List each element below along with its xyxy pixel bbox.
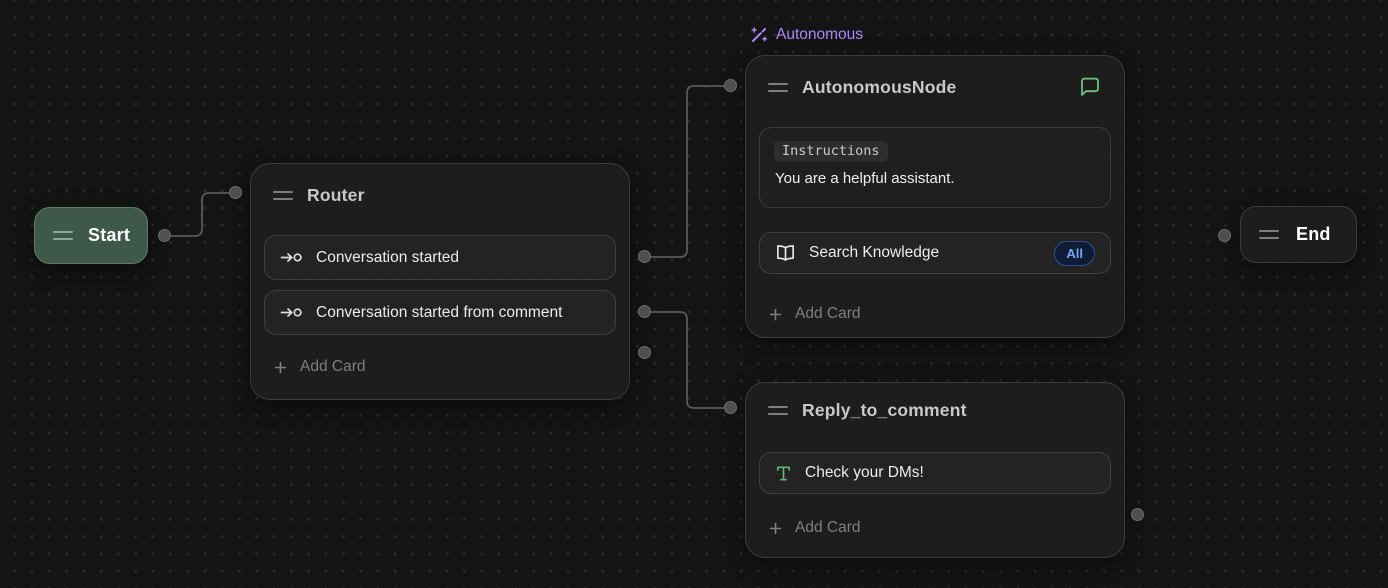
port-start-output[interactable] xyxy=(158,229,171,242)
end-node[interactable]: End xyxy=(1240,206,1357,263)
trigger-icon xyxy=(280,308,302,317)
port-router-addcard-output[interactable] xyxy=(638,346,651,359)
port-autonomous-input[interactable] xyxy=(724,79,737,92)
plus-icon xyxy=(769,308,782,320)
edge-router-to-reply[interactable] xyxy=(645,311,731,409)
port-router-card1-output[interactable] xyxy=(638,250,651,263)
router-card-conversation-started-from-comment[interactable]: Conversation started from comment xyxy=(264,290,616,335)
router-node[interactable]: Router Conversation started Conversation… xyxy=(250,163,630,400)
port-router-input[interactable] xyxy=(229,186,242,199)
instructions-label: Instructions xyxy=(774,141,888,162)
plus-icon xyxy=(769,522,782,534)
text-icon xyxy=(777,466,790,480)
wand-icon xyxy=(751,27,768,42)
add-card-label: Add Card xyxy=(795,519,861,536)
drag-handle-icon[interactable] xyxy=(273,190,293,200)
autonomous-node[interactable]: AutonomousNode Instructions You are a he… xyxy=(745,55,1125,338)
add-card-button[interactable]: Add Card xyxy=(759,514,1111,542)
start-node-title: Start xyxy=(88,225,131,245)
drag-handle-icon[interactable] xyxy=(53,231,73,240)
reply-to-comment-node[interactable]: Reply_to_comment Check your DMs! Add Car… xyxy=(745,382,1125,558)
drag-handle-icon[interactable] xyxy=(768,405,788,415)
router-node-title: Router xyxy=(307,184,365,205)
router-card-conversation-started[interactable]: Conversation started xyxy=(264,235,616,280)
add-card-button[interactable]: Add Card xyxy=(264,353,616,381)
autonomous-node-title: AutonomousNode xyxy=(802,76,957,97)
card-label: Conversation started xyxy=(316,248,460,266)
autonomous-tag-label: Autonomous xyxy=(776,26,864,43)
card-label: Check your DMs! xyxy=(805,464,924,481)
port-end-input[interactable] xyxy=(1218,229,1231,242)
comment-bubble-icon[interactable] xyxy=(1078,76,1102,98)
autonomous-tag: Autonomous xyxy=(750,26,863,44)
drag-handle-icon[interactable] xyxy=(1259,230,1279,239)
knowledge-scope-badge[interactable]: All xyxy=(1054,240,1095,266)
add-card-label: Add Card xyxy=(300,358,366,375)
search-knowledge-card[interactable]: Search Knowledge All xyxy=(759,232,1111,274)
edge-start-to-router[interactable] xyxy=(165,192,236,237)
instructions-text[interactable]: You are a helpful assistant. xyxy=(775,170,955,187)
reply-text-card[interactable]: Check your DMs! xyxy=(759,452,1111,494)
card-label: Search Knowledge xyxy=(809,244,940,261)
port-reply-input[interactable] xyxy=(724,401,737,414)
reply-node-title: Reply_to_comment xyxy=(802,399,967,420)
plus-icon xyxy=(274,361,287,373)
drag-handle-icon[interactable] xyxy=(768,82,788,92)
port-router-card2-output[interactable] xyxy=(638,305,651,318)
book-icon xyxy=(777,245,794,261)
card-label: Conversation started from comment xyxy=(316,303,563,321)
add-card-button[interactable]: Add Card xyxy=(759,300,1111,328)
end-node-title: End xyxy=(1296,224,1331,244)
trigger-icon xyxy=(280,253,302,262)
port-reply-output[interactable] xyxy=(1131,508,1144,521)
instructions-card[interactable]: Instructions You are a helpful assistant… xyxy=(759,127,1111,208)
edge-router-to-autonomous[interactable] xyxy=(645,85,731,258)
start-node[interactable]: Start xyxy=(34,207,148,264)
add-card-label: Add Card xyxy=(795,305,861,322)
